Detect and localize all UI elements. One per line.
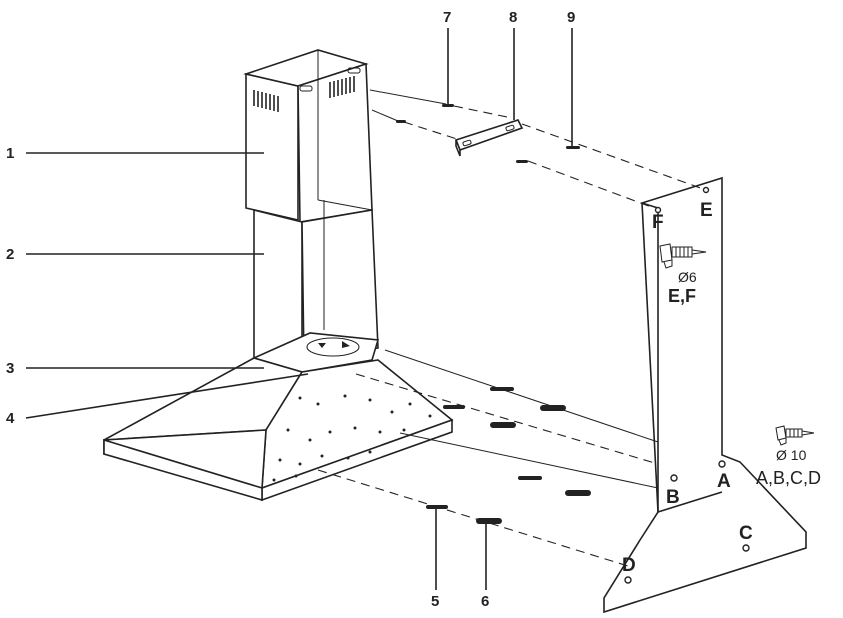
wall-holes <box>624 186 750 584</box>
drill-spec-lower: Ø 10 A,B,C,D <box>756 425 821 488</box>
drill-icon <box>659 243 707 269</box>
part-number-8: 8 <box>509 9 517 26</box>
chimney <box>243 49 379 372</box>
bracket-slot <box>347 67 361 74</box>
screws-upper <box>396 104 580 163</box>
bracket-slot <box>299 85 313 92</box>
part-number-2: 2 <box>6 246 14 263</box>
part-number-1: 1 <box>6 145 14 162</box>
drill-spec-upper: Ø6 E,F <box>659 243 707 306</box>
part-number-4: 4 <box>6 410 15 427</box>
part-number-9: 9 <box>567 9 575 26</box>
drill-diameter-lower: Ø 10 <box>776 447 807 463</box>
vent-slots-right <box>329 76 355 98</box>
drill-points-lower: A,B,C,D <box>756 468 821 488</box>
drill-points-upper: E,F <box>668 286 696 306</box>
screws-lower <box>426 387 591 524</box>
drill-diameter-upper: Ø6 <box>678 269 697 285</box>
wall-point-C: C <box>739 523 753 544</box>
hood-body <box>103 332 454 502</box>
vent-slots-left <box>253 90 279 112</box>
drill-icon <box>775 425 815 446</box>
wall-bracket <box>454 119 524 157</box>
fan-ring <box>306 337 360 357</box>
part-number-3: 3 <box>6 360 14 377</box>
wall-point-B: B <box>666 487 680 508</box>
wall-point-A: A <box>717 471 731 492</box>
part-leaders <box>25 28 573 590</box>
part-number-5: 5 <box>431 593 439 610</box>
part-number-6: 6 <box>481 593 489 610</box>
alignment-lines <box>317 89 707 567</box>
wall-point-D: D <box>622 555 636 576</box>
wall-panel <box>603 176 807 614</box>
wall-point-E: E <box>700 200 713 221</box>
part-number-7: 7 <box>443 9 451 26</box>
hood-surface-dots <box>272 394 432 482</box>
wall-point-F: F <box>652 212 664 233</box>
